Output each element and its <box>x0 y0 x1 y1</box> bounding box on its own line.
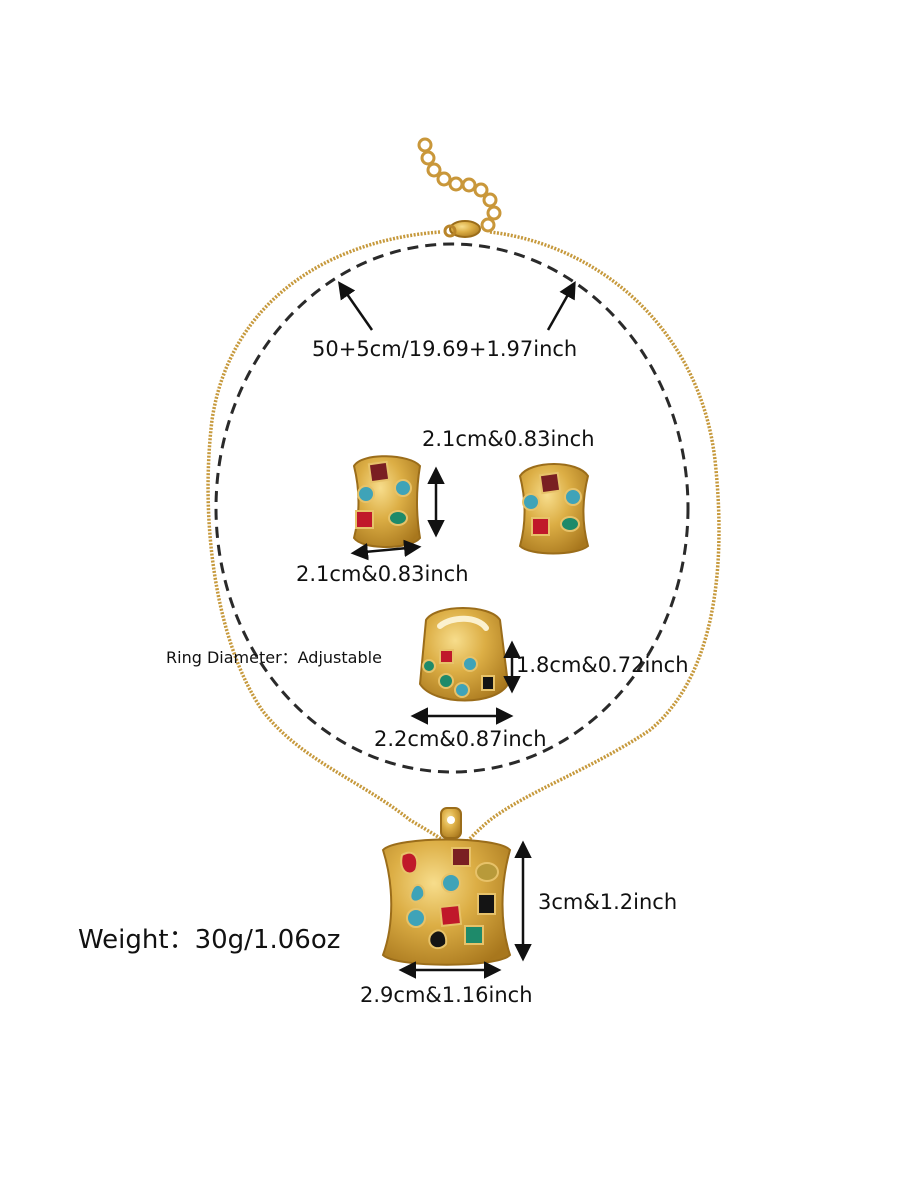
ring-diameter-label: Ring Diameter：Adjustable <box>166 648 382 667</box>
extension-chain <box>417 137 502 233</box>
pendant <box>381 807 512 966</box>
earring-width-label: 2.1cm&0.83inch <box>296 562 469 586</box>
ring-height-label: 1.8cm&0.72inch <box>516 653 689 677</box>
pendant-width-label: 2.9cm&1.16inch <box>360 983 533 1007</box>
pendant-height-label: 3cm&1.2inch <box>538 890 678 914</box>
necklace-chain <box>206 230 721 850</box>
weight-label: Weight：30g/1.06oz <box>78 925 341 955</box>
earring-width-arrow <box>350 539 422 561</box>
chain-length-arrow-left <box>338 281 374 331</box>
earring-height-label: 2.1cm&0.83inch <box>422 427 595 451</box>
lobster-clasp <box>443 220 481 238</box>
chain-length-indicator-circle <box>214 242 690 774</box>
chain-length-arrow-right <box>546 280 576 331</box>
ring <box>418 607 510 702</box>
chain-length-label: 50+5cm/19.69+1.97inch <box>312 337 578 361</box>
earring-right <box>518 463 590 555</box>
earring-left <box>352 455 422 548</box>
ring-width-label: 2.2cm&0.87inch <box>374 727 547 751</box>
